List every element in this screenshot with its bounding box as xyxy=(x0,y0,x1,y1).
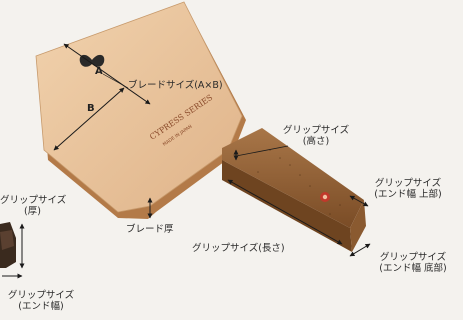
grip-height-label-line2: (高さ) xyxy=(302,136,330,147)
grip-end-bottom-label-line2: (エンド幅 底部) xyxy=(379,263,447,274)
blade-size-label: ブレードサイズ(A×B) xyxy=(128,80,223,91)
dimension-a-letter: A xyxy=(95,66,103,77)
grip-end-bottom-label-line1: グリップサイズ xyxy=(379,252,447,263)
grip-end-bottom-label: グリップサイズ (エンド幅 底部) xyxy=(366,252,460,274)
grip-end-width-label-line1: グリップサイズ xyxy=(7,290,75,301)
grip-length-label: グリップサイズ(長さ) xyxy=(192,243,285,254)
grip-thickness-label: グリップサイズ (厚) xyxy=(0,195,84,217)
grip-thickness-label-line2: (厚) xyxy=(24,206,41,217)
blade-face xyxy=(35,1,243,213)
grip-end-top-line xyxy=(349,195,369,207)
grip-end-bottom-line xyxy=(349,243,371,257)
grip-end-top-label-line1: グリップサイズ xyxy=(374,178,442,189)
dimension-b-letter: B xyxy=(87,103,95,114)
dimension-a-line xyxy=(63,43,151,105)
grip-end-width-label: グリップサイズ (エンド幅) xyxy=(0,290,82,312)
grip-end-width-label-line2: (エンド幅) xyxy=(18,301,64,312)
grip-end-cap xyxy=(350,200,366,252)
grip-height-label: グリップサイズ (高さ) xyxy=(274,125,358,147)
dimension-b-line xyxy=(53,87,125,151)
grip-thickness-label-line1: グリップサイズ xyxy=(0,195,67,206)
grip-length-line xyxy=(227,179,343,245)
second-racket-view xyxy=(0,222,16,268)
grip-end-top-label-line2: (エンド幅 上部) xyxy=(374,189,442,200)
blade-thickness-label: ブレード厚 xyxy=(126,224,174,235)
grip-height-leader xyxy=(235,145,289,157)
grip-height-label-line1: グリップサイズ xyxy=(282,125,350,136)
grip-end-top-label: グリップサイズ (エンド幅 上部) xyxy=(362,178,454,200)
